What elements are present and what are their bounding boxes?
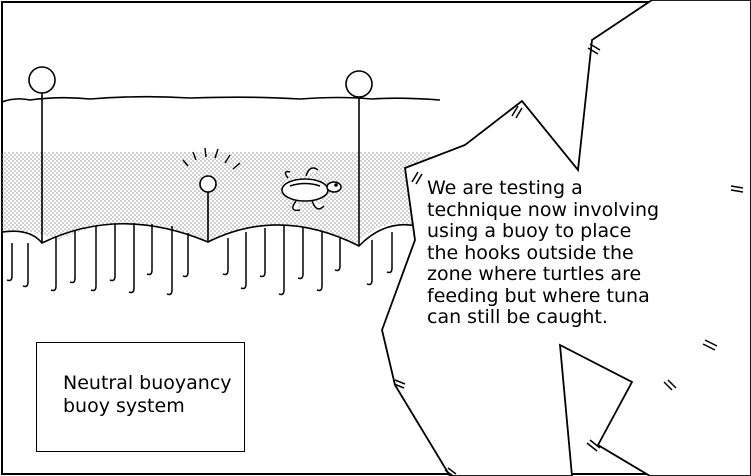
note-line: We are testing a (427, 178, 747, 200)
speech-balloon-text: We are testing a technique now involving… (427, 178, 747, 329)
label-text: Neutral buoyancy buoy system (63, 372, 243, 418)
turtle-feeding-zone (2, 152, 430, 244)
label-line: Neutral buoyancy (63, 372, 243, 395)
note-line: using a buoy to place (427, 221, 747, 243)
label-line: buoy system (63, 395, 243, 418)
note-line: technique now involving (427, 200, 747, 222)
note-line: the hooks outside the (427, 243, 747, 265)
note-line: can still be caught. (427, 307, 747, 329)
note-line: zone where turtles are (427, 264, 747, 286)
note-line: feeding but where tuna (427, 286, 747, 308)
